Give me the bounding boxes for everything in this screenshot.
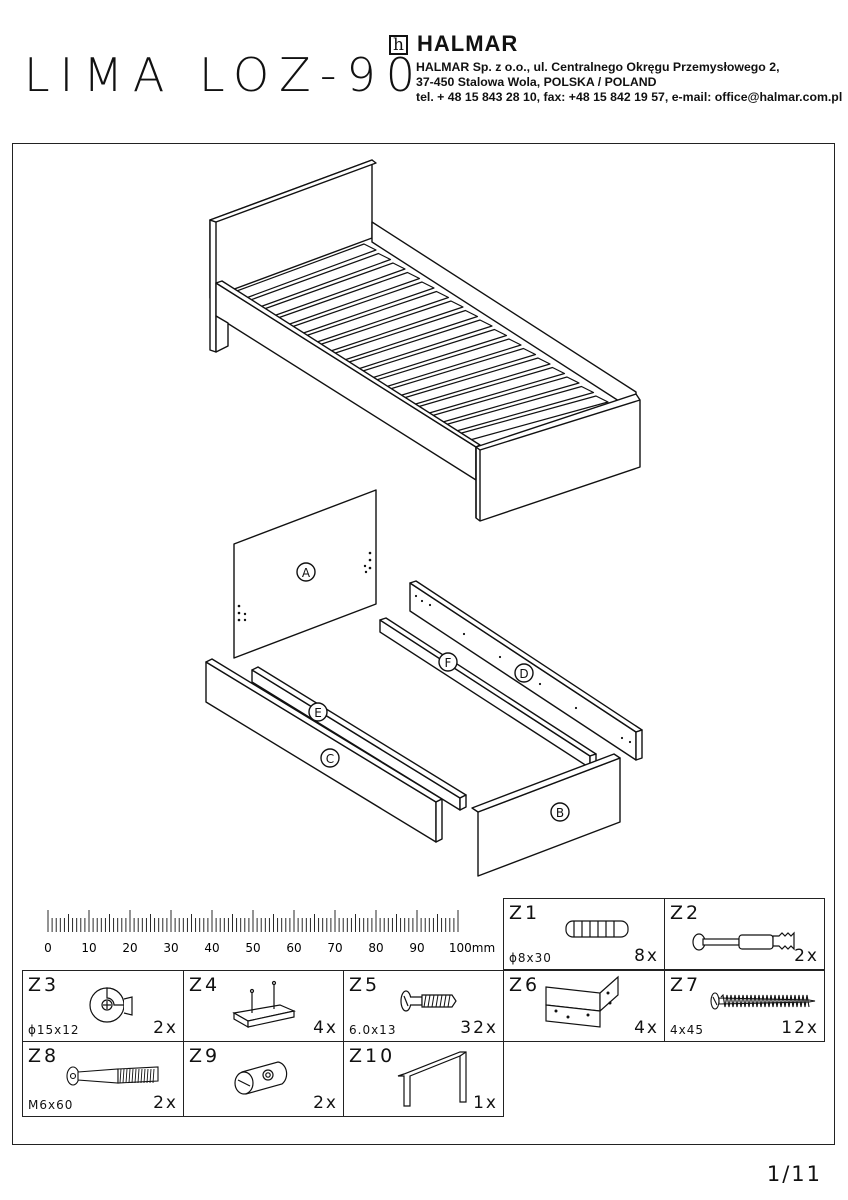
brand-name: HALMAR: [417, 31, 519, 56]
bolt-thread: [140, 1068, 143, 1084]
fitting-cell: Z6 4x: [503, 970, 665, 1042]
bolt-thread: [146, 1068, 149, 1084]
fitting-cell: Z5 6.0x13 32x: [343, 970, 504, 1042]
part-d-label: D: [519, 667, 528, 681]
fitting-quantity: 2x: [794, 946, 819, 966]
product-title: LIMA LOZ-90: [24, 48, 426, 102]
ruler-label: 20: [122, 941, 137, 955]
fitting-cell: Z8 M6x60 2x: [22, 1041, 184, 1117]
part-e-label: E: [314, 706, 322, 720]
fitting-dimension: ϕ8x30: [509, 951, 552, 965]
part-b-panel: [477, 757, 621, 877]
bolt-thread: [143, 1068, 146, 1084]
fitting-dimension: M6x60: [28, 1098, 74, 1112]
part-c-rail: [205, 661, 437, 843]
bolt-thread: [119, 1068, 122, 1084]
connector-bolt-icon: [692, 931, 795, 951]
bolt-thread: [152, 1068, 155, 1084]
part-b-label: B: [556, 806, 564, 820]
bolt-thread: [125, 1068, 128, 1084]
ruler-label: 40: [204, 941, 219, 955]
fitting-quantity: 8x: [634, 946, 659, 966]
page-number: 1/11: [766, 1162, 822, 1186]
fitting-id: Z10: [349, 1045, 396, 1067]
fitting-id: Z2: [670, 902, 702, 924]
fitting-quantity: 2x: [153, 1018, 178, 1038]
glide-pad-icon: [232, 980, 296, 1029]
ruler-label: 10: [81, 941, 96, 955]
bed-illustration: A D F C E B: [205, 159, 643, 877]
bolt-thread: [149, 1068, 152, 1084]
ruler-label: 0: [44, 941, 52, 955]
fitting-cell: Z9 2x: [183, 1041, 344, 1117]
dowel-icon: [565, 920, 629, 938]
part-a-label: A: [302, 566, 311, 580]
fitting-quantity: 32x: [460, 1018, 498, 1038]
ruler-label: 90: [409, 941, 424, 955]
bolt-icon: [66, 1066, 159, 1086]
fitting-id: Z9: [189, 1045, 221, 1067]
bolt-thread: [131, 1068, 134, 1084]
fitting-id: Z3: [28, 974, 60, 996]
bolt-thread: [122, 1068, 125, 1084]
fitting-dimension: 6.0x13: [349, 1023, 397, 1037]
fitting-id: Z5: [349, 974, 381, 996]
fitting-dimension: 4x45: [670, 1023, 705, 1037]
ruler-label: 50: [245, 941, 260, 955]
fitting-quantity: 4x: [634, 1018, 659, 1038]
fitting-quantity: 1x: [473, 1093, 498, 1113]
fitting-id: Z6: [509, 974, 541, 996]
drawing-frame: [12, 143, 835, 1145]
fitting-cell: Z1 ϕ8x30 8x: [503, 898, 665, 970]
cam-lock-icon: [89, 987, 133, 1023]
ruler-label: 100mm: [449, 941, 495, 955]
fitting-id: Z4: [189, 974, 221, 996]
address-line: 37-450 Stalowa Wola, POLSKA / POLAND: [416, 75, 657, 89]
angle-bracket-icon: [545, 975, 619, 1028]
company-address: HALMAR Sp. z o.o., ul. Centralnego Okręg…: [416, 60, 842, 105]
bolt-thread: [134, 1068, 137, 1084]
fitting-cell: Z2 2x: [664, 898, 825, 970]
bolt-thread: [128, 1068, 131, 1084]
ruler-label: 30: [163, 941, 178, 955]
fitting-cell: Z10 1x: [343, 1041, 504, 1117]
ruler-label: 60: [286, 941, 301, 955]
allen-key-icon: [397, 1051, 467, 1107]
part-a-marker: [296, 562, 316, 582]
ruler-label: 70: [327, 941, 342, 955]
bolt-thread: [137, 1068, 140, 1084]
euro-screw-icon: [400, 990, 457, 1012]
fitting-quantity: 2x: [313, 1093, 338, 1113]
fitting-cell: Z7 4x45 12x: [664, 970, 825, 1042]
part-c-label: C: [326, 752, 334, 766]
address-line: HALMAR Sp. z o.o., ul. Centralnego Okręg…: [416, 60, 780, 74]
fitting-id: Z7: [670, 974, 702, 996]
part-f-label: F: [445, 656, 452, 670]
fitting-quantity: 2x: [153, 1093, 178, 1113]
halmar-logo-icon: h: [389, 35, 408, 55]
address-line: tel. + 48 15 843 28 10, fax: +48 15 842 …: [416, 90, 843, 104]
barrel-nut-icon: [234, 1061, 288, 1095]
wood-screw-icon: [710, 992, 816, 1010]
fitting-dimension: ϕ15x12: [28, 1023, 80, 1037]
fitting-id: Z1: [509, 902, 541, 924]
measurement-ruler: 0 10 20 30 40 50 60 70 80 90 100mm: [44, 910, 495, 955]
fitting-cell: Z3 ϕ15x12 2x: [22, 970, 184, 1042]
ruler-label: 80: [368, 941, 383, 955]
screw-thread: [720, 993, 810, 1008]
fitting-cell: Z4 4x: [183, 970, 344, 1042]
fitting-quantity: 12x: [781, 1018, 819, 1038]
fitting-quantity: 4x: [313, 1018, 338, 1038]
fitting-id: Z8: [28, 1045, 60, 1067]
